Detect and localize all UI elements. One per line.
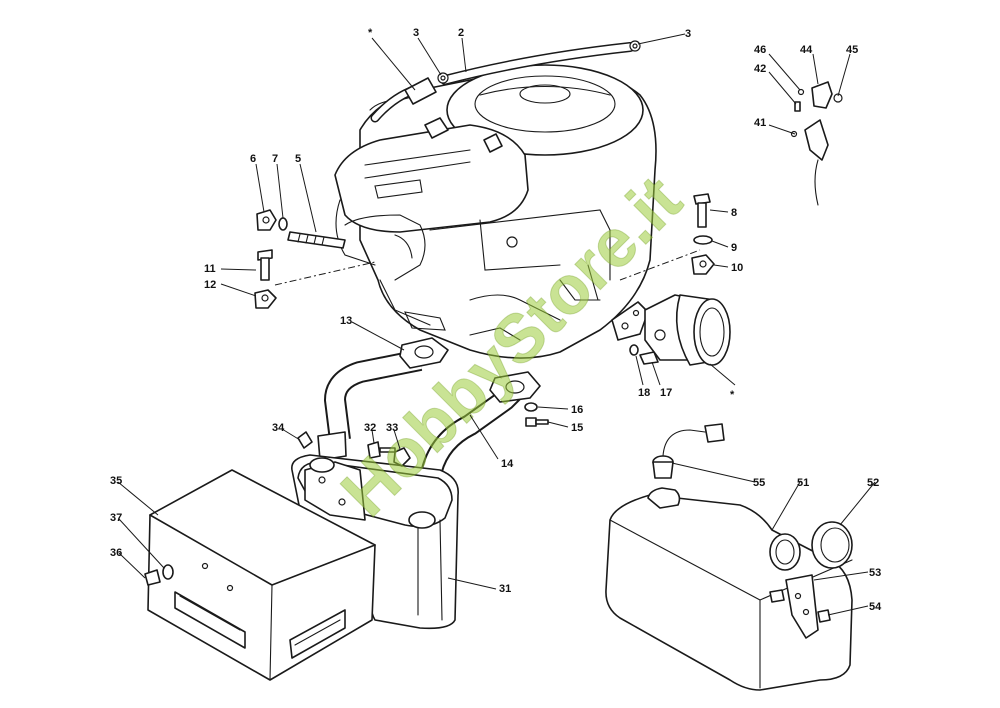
- callout-18: 18: [638, 387, 650, 399]
- exhaust-bolts: [524, 402, 549, 427]
- nut-washer: [256, 209, 288, 231]
- callout-5: 5: [295, 153, 301, 165]
- callout-9: 9: [731, 242, 737, 254]
- engine: [334, 64, 657, 359]
- callout-3-right: 3: [685, 28, 691, 40]
- callout-3-left: 3: [413, 27, 419, 39]
- bolt-washer-nut-right: [691, 193, 715, 275]
- fuel-cap: [769, 521, 853, 571]
- bolt-nut-left: [254, 249, 277, 309]
- callout-32: 32: [364, 422, 376, 434]
- shield-bolt-washer: [144, 564, 174, 586]
- muffler-fasteners: [297, 431, 411, 467]
- callout-36: 36: [110, 547, 122, 559]
- callout-10: 10: [731, 262, 743, 274]
- callout-42: 42: [754, 63, 766, 75]
- alignment-line-left: [274, 261, 376, 286]
- callout-53: 53: [869, 567, 881, 579]
- callout-14: 14: [501, 458, 514, 470]
- callout-7: 7: [272, 153, 278, 165]
- fuel-tank-bracket: [769, 574, 831, 639]
- callout-12: 12: [204, 279, 216, 291]
- exhaust-pipe-left: [317, 337, 449, 461]
- callout-star-top: *: [368, 27, 373, 39]
- callout-16: 16: [571, 404, 583, 416]
- callout-star-filter: *: [730, 389, 735, 401]
- callout-44: 44: [800, 44, 813, 56]
- callout-55: 55: [753, 477, 765, 489]
- callout-15: 15: [571, 422, 583, 434]
- callout-11: 11: [204, 263, 216, 275]
- stud-bolt: [287, 231, 346, 249]
- callout-35: 35: [110, 475, 122, 487]
- callout-45: 45: [846, 44, 858, 56]
- callout-6: 6: [250, 153, 256, 165]
- choke-cable-assembly: [790, 81, 843, 206]
- callout-52: 52: [867, 477, 879, 489]
- callout-46: 46: [754, 44, 766, 56]
- callout-2: 2: [458, 27, 464, 39]
- heat-shield: [147, 469, 376, 681]
- callout-8: 8: [731, 207, 737, 219]
- muffler: [291, 454, 459, 630]
- fuel-filter-inline: [404, 40, 641, 105]
- callout-labels: * 3 2 3 46 44 45 42 41 6 7 5 8 9 10 11 1…: [110, 27, 882, 613]
- callout-33: 33: [386, 422, 398, 434]
- callout-leaders: [117, 33, 876, 616]
- callout-51: 51: [797, 477, 809, 489]
- oil-filter: [611, 294, 731, 366]
- callout-34: 34: [272, 422, 285, 434]
- alignment-line-right: [619, 249, 701, 281]
- callout-37: 37: [110, 512, 122, 524]
- callout-13: 13: [340, 315, 352, 327]
- callout-31: 31: [499, 583, 511, 595]
- callout-54: 54: [869, 601, 882, 613]
- callout-41: 41: [754, 117, 766, 129]
- callout-17: 17: [660, 387, 672, 399]
